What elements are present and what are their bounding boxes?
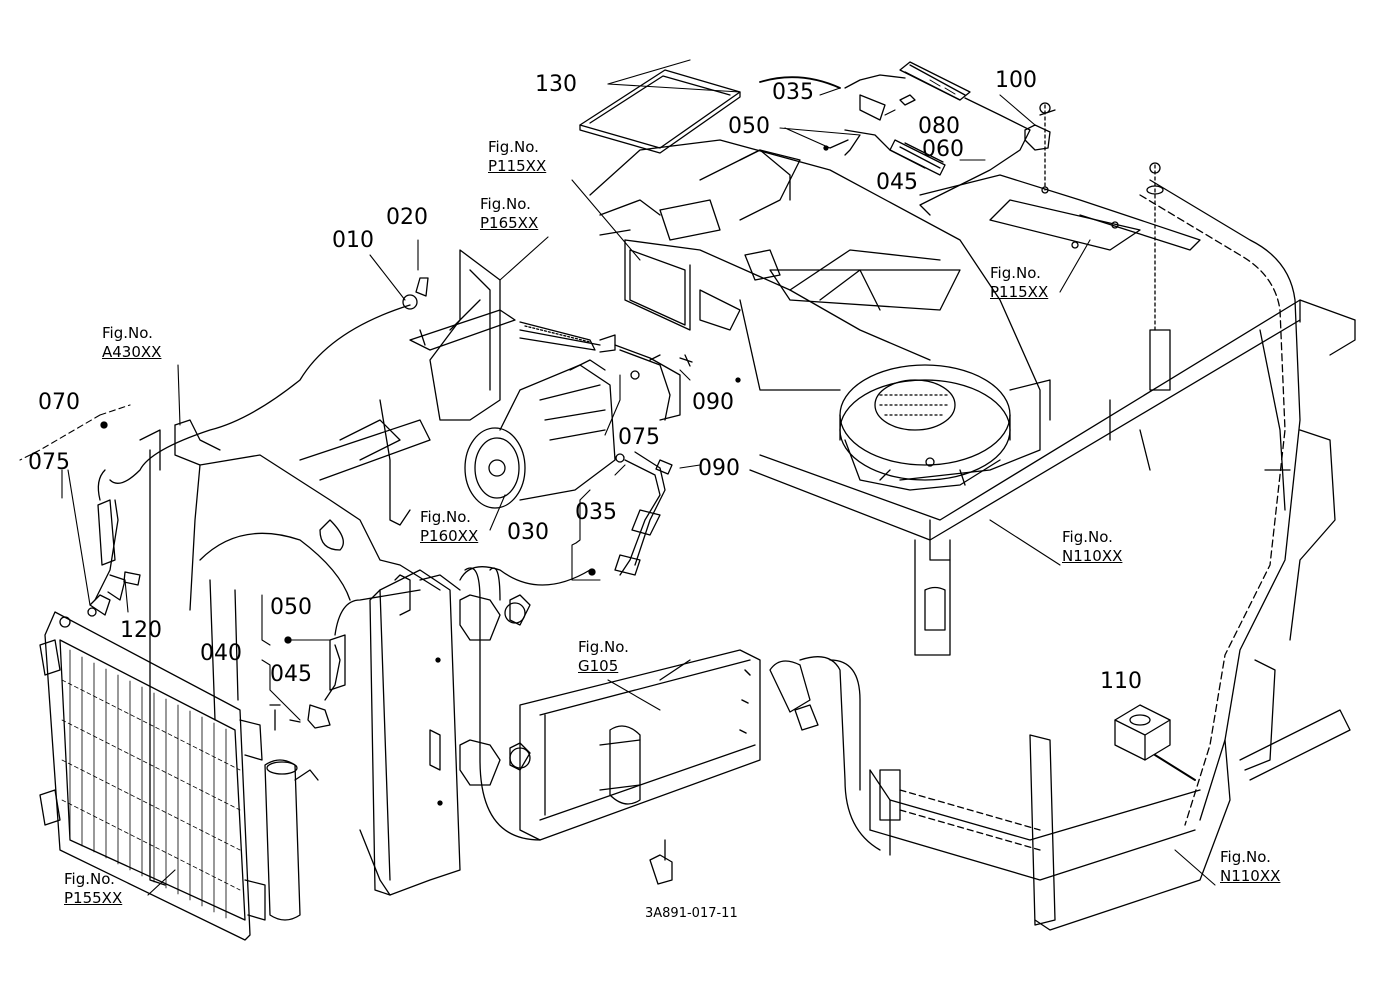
figure-ref-number: A430XX — [102, 343, 162, 361]
part-label-020: 020 — [386, 205, 428, 230]
pipe-brackets — [459, 567, 881, 885]
part-label-035: 035 — [575, 500, 617, 525]
part-label-075: 075 — [28, 450, 70, 475]
figure-ref-p160[interactable]: Fig.No. P160XX — [420, 508, 478, 546]
fasteners — [100, 145, 829, 806]
part-label-080: 080 — [918, 114, 960, 139]
callout-leaders — [19, 59, 1216, 896]
figure-ref-number: N110XX — [1062, 547, 1123, 565]
part-label-030: 030 — [507, 520, 549, 545]
part-label-040: 040 — [200, 641, 242, 666]
cab-frame — [749, 104, 1356, 931]
figure-ref-number: G105 — [578, 657, 619, 675]
figure-ref-prefix: Fig.No. — [1062, 528, 1113, 546]
part-label-035: 035 — [772, 80, 814, 105]
part-label-045: 045 — [876, 170, 918, 195]
figure-ref-prefix: Fig.No. — [1220, 848, 1271, 866]
part-label-070: 070 — [38, 390, 80, 415]
figure-ref-number: P115XX — [488, 157, 547, 175]
figure-ref-n110-bottom[interactable]: Fig.No. N110XX — [1220, 848, 1280, 886]
figure-ref-g105[interactable]: Fig.No. G105 — [578, 638, 629, 676]
figure-ref-prefix: Fig.No. — [488, 138, 539, 156]
part-label-075: 075 — [618, 425, 660, 450]
part-label-010: 010 — [332, 228, 374, 253]
part-label-090: 090 — [692, 390, 734, 415]
figure-ref-p165[interactable]: Fig.No. P165XX — [480, 195, 538, 233]
figure-ref-a430[interactable]: Fig.No. A430XX — [102, 324, 161, 362]
part-label-060: 060 — [922, 137, 964, 162]
figure-ref-p115-top[interactable]: Fig.No. P115XX — [488, 138, 546, 176]
figure-ref-number: P160XX — [420, 527, 479, 545]
part-label-045: 045 — [270, 662, 312, 687]
figure-ref-number: P155XX — [64, 889, 123, 907]
part-label-110: 110 — [1100, 669, 1142, 694]
diagram-code: 3A891-017-11 — [645, 906, 738, 921]
condenser-assembly — [39, 419, 461, 941]
figure-ref-prefix: Fig.No. — [990, 264, 1041, 282]
figure-ref-prefix: Fig.No. — [64, 870, 115, 888]
figure-ref-p155[interactable]: Fig.No. P155XX — [64, 870, 122, 908]
figure-ref-prefix: Fig.No. — [480, 195, 531, 213]
block-110 — [1114, 704, 1196, 781]
figure-ref-prefix: Fig.No. — [102, 324, 153, 342]
part-label-120: 120 — [120, 618, 162, 643]
figure-ref-number: N110XX — [1220, 867, 1281, 885]
figure-ref-number: P165XX — [480, 214, 539, 232]
part-label-090: 090 — [698, 456, 740, 481]
part-label-050: 050 — [270, 595, 312, 620]
hvac-unit — [589, 139, 1051, 491]
figure-ref-n110-mid[interactable]: Fig.No. N110XX — [1062, 528, 1122, 566]
figure-ref-p115-right[interactable]: Fig.No. P115XX — [990, 264, 1048, 302]
compressor-assembly — [109, 249, 693, 586]
figure-ref-number: P115XX — [990, 283, 1049, 301]
part-label-050: 050 — [728, 114, 770, 139]
part-label-100: 100 — [995, 68, 1037, 93]
part-label-130: 130 — [535, 72, 577, 97]
figure-ref-prefix: Fig.No. — [420, 508, 471, 526]
figure-ref-prefix: Fig.No. — [578, 638, 629, 656]
